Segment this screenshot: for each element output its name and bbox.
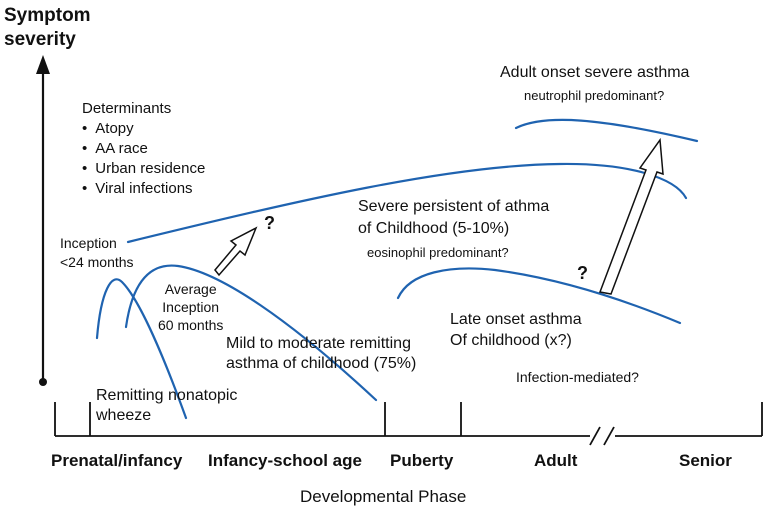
- late-onset-line2: Of childhood (x?): [450, 332, 572, 349]
- inception-early-label: Inception <24 months: [60, 234, 134, 272]
- late-onset-label: Late onset asthma Of childhood (x?): [450, 309, 582, 351]
- phase-puberty: Puberty: [390, 451, 454, 470]
- timeline-axis: [54, 402, 763, 446]
- mild-moderate-line2: asthma of childhood (75%): [226, 355, 417, 372]
- remitting-wheeze-label: Remitting nonatopic wheeze: [96, 386, 237, 426]
- severe-persistent-label: Severe persistent of athma of Childhood …: [358, 196, 549, 240]
- y-axis-label-line1: Symptom: [4, 5, 91, 26]
- inception-average-line3: 60 months: [158, 317, 224, 333]
- inception-average-label: Average Inception 60 months: [158, 280, 223, 334]
- inception-early-line1: Inception: [60, 235, 117, 251]
- determinant-item: Atopy: [82, 119, 205, 139]
- curve-mild-moderate: [124, 264, 378, 402]
- severe-persistent-line2: of Childhood (5-10%): [358, 220, 510, 237]
- mild-moderate-label: Mild to moderate remitting asthma of chi…: [226, 334, 416, 374]
- inception-average-line1: Average: [164, 281, 217, 297]
- severe-persistent-line1: Severe persistent of athma: [358, 198, 550, 215]
- phase-infancy-school-age: Infancy-school age: [208, 451, 362, 470]
- inception-average-line2: Inception: [162, 299, 220, 315]
- curve-remitting-wheeze: [95, 278, 188, 420]
- y-axis-arrowhead: [36, 55, 50, 74]
- inception-early-line2: <24 months: [60, 254, 134, 270]
- remitting-wheeze-line2: wheeze: [96, 407, 152, 424]
- infection-mediated-label: Infection-mediated?: [516, 369, 639, 385]
- adult-onset-label: Adult onset severe asthma: [500, 64, 690, 81]
- remitting-wheeze-line1: Remitting nonatopic: [96, 387, 238, 404]
- curve-adult-onset: [514, 118, 699, 143]
- mild-moderate-line1: Mild to moderate remitting: [226, 335, 411, 352]
- y-axis-label: Symptom severity: [4, 4, 91, 52]
- phase-adult: Adult: [534, 451, 578, 470]
- determinant-item: AA race: [82, 139, 205, 159]
- arrow-to-adult-onset: [598, 137, 664, 295]
- arrow-to-severe-persistent: [214, 226, 258, 277]
- phase-prenatal-infancy: Prenatal/infancy: [51, 451, 183, 470]
- determinant-item: Viral infections: [82, 179, 205, 199]
- curve-late-onset: [396, 267, 682, 325]
- x-axis-title: Developmental Phase: [300, 487, 467, 506]
- eosinophil-label: eosinophil predominant?: [367, 245, 509, 260]
- phase-senior: Senior: [679, 451, 732, 470]
- determinants-list: Atopy AA race Urban residence Viral infe…: [82, 119, 205, 199]
- determinants-block: Determinants Atopy AA race Urban residen…: [82, 99, 205, 199]
- question-mark-adult: ?: [577, 263, 588, 283]
- question-mark-childhood: ?: [264, 213, 275, 233]
- determinant-item: Urban residence: [82, 159, 205, 179]
- y-axis-label-line2: severity: [4, 29, 76, 50]
- determinants-title: Determinants: [82, 100, 172, 117]
- late-onset-line1: Late onset asthma: [450, 311, 582, 328]
- neutrophil-label: neutrophil predominant?: [524, 88, 665, 103]
- y-axis-origin-dot: [39, 378, 47, 386]
